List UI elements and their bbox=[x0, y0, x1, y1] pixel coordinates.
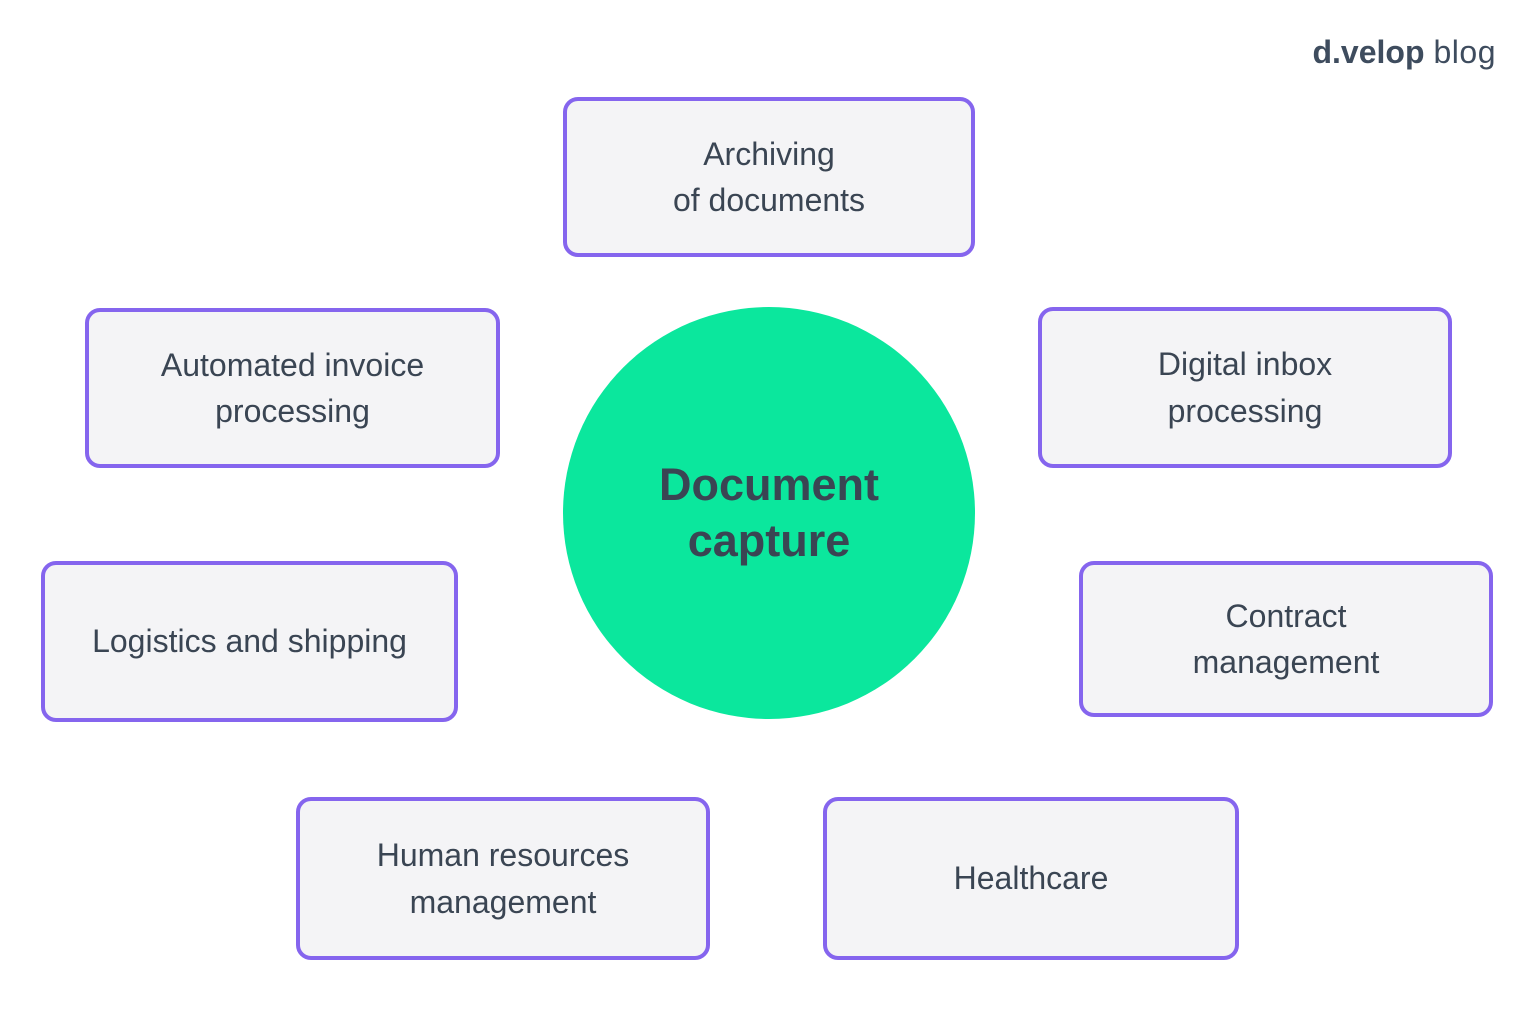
use-case-box-contract-management: Contract management bbox=[1079, 561, 1493, 717]
use-case-box-archiving-of-documents: Archiving of documents bbox=[563, 97, 975, 257]
use-case-box-digital-inbox-processing: Digital inbox processing bbox=[1038, 307, 1452, 468]
use-case-label: Digital inbox processing bbox=[1157, 346, 1333, 429]
dvelop-logo-wordmark: d.velop bbox=[1312, 34, 1425, 70]
use-case-label: Contract management bbox=[1192, 597, 1380, 680]
blog-logo-suffix: blog bbox=[1433, 34, 1496, 70]
center-node-document-capture: Document capture bbox=[563, 307, 975, 719]
use-case-label: Logistics and shipping bbox=[92, 623, 407, 660]
use-case-box-automated-invoice-processing: Automated invoice processing bbox=[85, 308, 500, 468]
use-case-label: Automated invoice processing bbox=[160, 346, 425, 429]
use-case-box-human-resources-management: Human resources management bbox=[296, 797, 710, 960]
center-node-label: Document capture bbox=[658, 458, 879, 566]
use-case-box-healthcare: Healthcare bbox=[823, 797, 1239, 960]
use-case-box-logistics-and-shipping: Logistics and shipping bbox=[41, 561, 458, 722]
use-case-label: Archiving of documents bbox=[672, 135, 866, 218]
use-case-label: Human resources management bbox=[376, 837, 630, 920]
use-case-label: Healthcare bbox=[953, 860, 1109, 897]
